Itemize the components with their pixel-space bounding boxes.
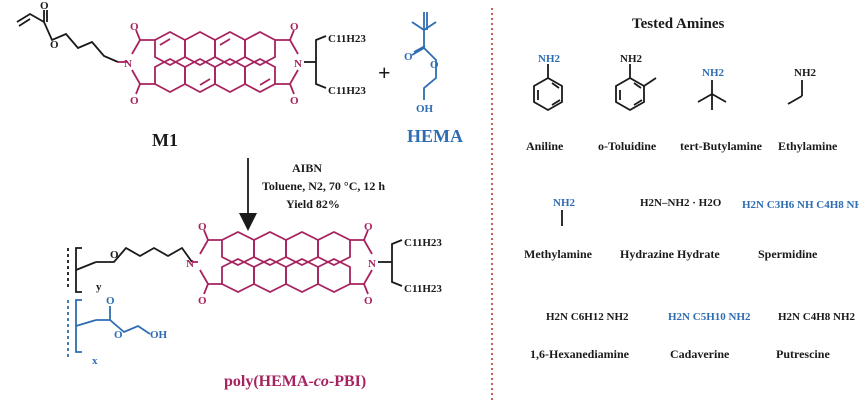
poly-imide-o4: O [364,295,373,307]
imide-o-4: O [290,95,299,107]
hema-label: HEMA [407,126,463,146]
amine-name-methylamine: Methylamine [524,247,593,261]
aniline-structure [533,64,563,112]
amine-name-butylamine: tert-Butylamine [680,139,763,153]
amine-name-cadaverine: Cadaverine [670,347,730,361]
hema-o2: O [430,59,439,71]
amine-name-hexanediamine: 1,6-Hexanediamine [530,347,630,361]
imide-n-left: N [124,58,132,70]
poly-imide-o2: O [198,295,207,307]
imide-o-3: O [290,21,299,33]
poly-imide-n-left: N [186,258,194,270]
hexanediamine-formula: H2N C6H12 NH2 [546,311,629,323]
plus-sign: + [378,60,391,85]
tert-butylamine-structure [697,80,727,110]
amine-name-putrescine: Putrescine [776,347,830,361]
poly-imide-n-right: N [368,258,376,270]
amine-name-aniline: Aniline [526,139,564,153]
reaction-condition-2: Toluene, N2, 70 °C, 12 h [262,179,385,193]
poly-x-label: x [92,355,98,367]
amine-name-ethylamine: Ethylamine [778,139,838,153]
cadaverine-formula: H2N C5H10 NH2 [668,311,751,323]
ester-o-label: O [50,39,59,51]
reaction-condition-1: AIBN [292,161,322,175]
carbonyl-o-label: O [40,0,49,12]
poly-hema-o2: O [114,329,123,341]
m1-structure: O O [16,0,366,107]
imide-o-1: O [130,21,139,33]
hema-o1: O [404,51,413,63]
poly-o-label: O [110,249,119,261]
amine-name-spermidine: Spermidine [758,247,818,261]
poly-chain-bottom: C11H23 [404,283,442,295]
hydrazine-formula: H2N–NH2 · H2O [640,197,722,209]
reaction-condition-3: Yield 82% [286,197,340,211]
amine-name-toluidine: o-Toluidine [598,139,657,153]
amines-title: Tested Amines [632,16,725,32]
spermidine-formula: H2N C3H6 NH C4H8 NH2 [742,199,859,211]
imide-n-right: N [294,58,302,70]
polymer-structure: O y O O OH x [67,221,442,367]
poly-hema-oh: OH [150,329,168,341]
poly-imide-o3: O [364,221,373,233]
poly-imide-o1: O [198,221,207,233]
imide-o-2: O [130,95,139,107]
m1-chain-top: C11H23 [328,33,366,45]
o-toluidine-structure [615,64,657,112]
hema-oh: OH [416,103,434,115]
methylamine-nh2: NH2 [553,197,576,209]
butylamine-nh2: NH2 [702,67,725,79]
amine-name-hydrazine: Hydrazine Hydrate [620,247,720,261]
poly-y-label: y [96,281,102,293]
m1-label: M1 [152,130,178,150]
poly-hema-o1: O [106,295,115,307]
polymer-label: poly(HEMA-co-PBI) [224,373,366,390]
toluidine-nh2: NH2 [620,53,643,65]
poly-chain-top: C11H23 [404,237,442,249]
hema-structure [411,12,437,100]
m1-chain-bottom: C11H23 [328,85,366,97]
ethylamine-nh2: NH2 [794,67,817,79]
ethylamine-structure [787,80,803,105]
aniline-nh2: NH2 [538,53,561,65]
putrescine-formula: H2N C4H8 NH2 [778,311,856,323]
